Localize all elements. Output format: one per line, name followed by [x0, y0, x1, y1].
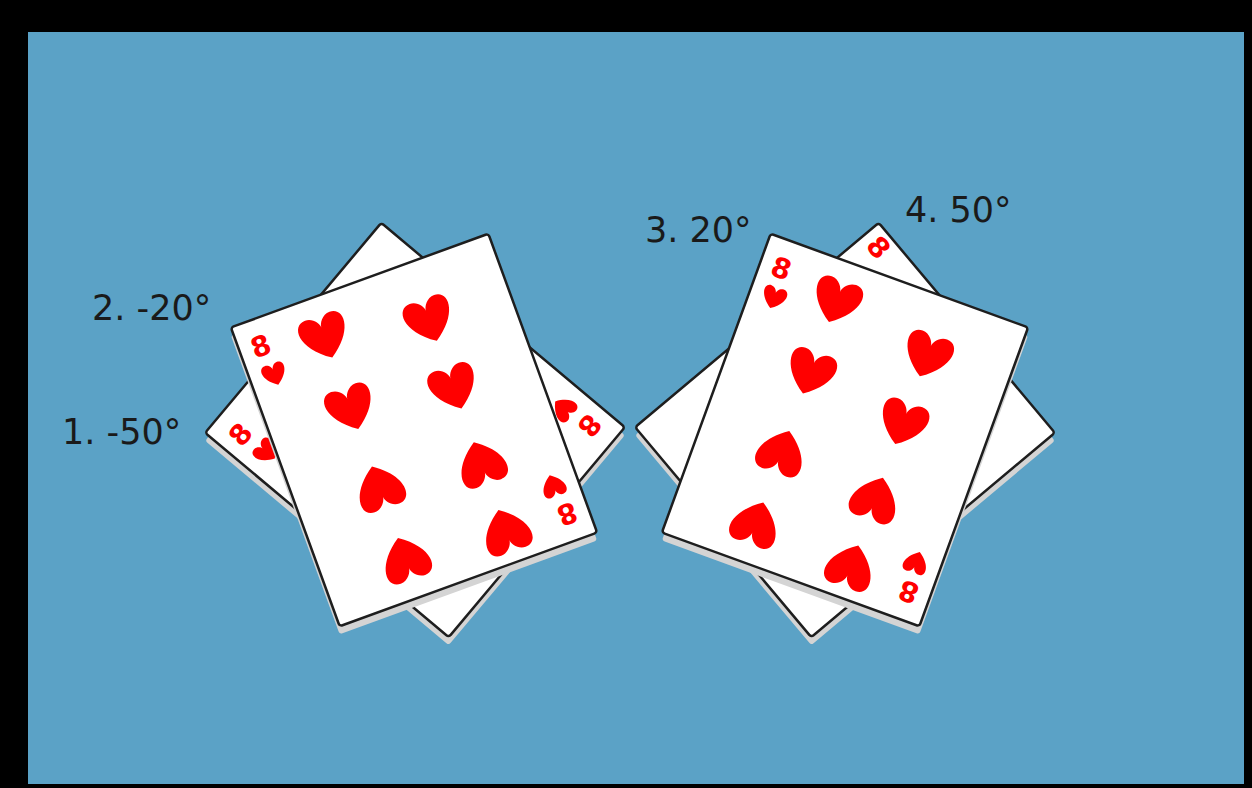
angle-label: 1. -50° [62, 415, 181, 450]
heart-pip [752, 423, 811, 481]
card-face [231, 234, 597, 627]
angle-label: 2. -20° [92, 291, 211, 326]
corner-heart [901, 548, 931, 577]
angle-label: 4. 50° [905, 193, 1012, 228]
heart-pip [321, 380, 380, 438]
corner-heart [260, 360, 290, 389]
corner-heart [759, 283, 789, 312]
heart-pip [295, 308, 354, 366]
heart-pip [846, 470, 905, 528]
playing-card [635, 223, 1055, 645]
playing-card [662, 234, 1028, 635]
heart-pip [898, 327, 957, 385]
card-body [662, 234, 1028, 627]
heart-pip [350, 458, 409, 516]
heart-pip [452, 434, 511, 492]
card-face [662, 234, 1028, 627]
heart-pip [376, 530, 435, 588]
heart-pip [821, 537, 880, 595]
card-face [635, 223, 1055, 637]
card-body [635, 223, 1055, 637]
card-face [205, 223, 625, 637]
heart-pip [424, 359, 483, 417]
card-body [231, 234, 597, 627]
heart-pip [400, 291, 459, 349]
heart-pip [873, 395, 932, 453]
playing-card [205, 223, 625, 645]
angle-label: 3. 20° [645, 213, 752, 248]
heart-pip [781, 344, 840, 402]
heart-pip [476, 502, 535, 560]
card-shadow [205, 231, 625, 645]
playing-card [231, 234, 597, 635]
blue-table [28, 32, 1244, 784]
heart-pip [807, 273, 866, 331]
heart-pip [726, 494, 785, 552]
corner-heart [539, 471, 569, 500]
card-body [205, 223, 625, 637]
